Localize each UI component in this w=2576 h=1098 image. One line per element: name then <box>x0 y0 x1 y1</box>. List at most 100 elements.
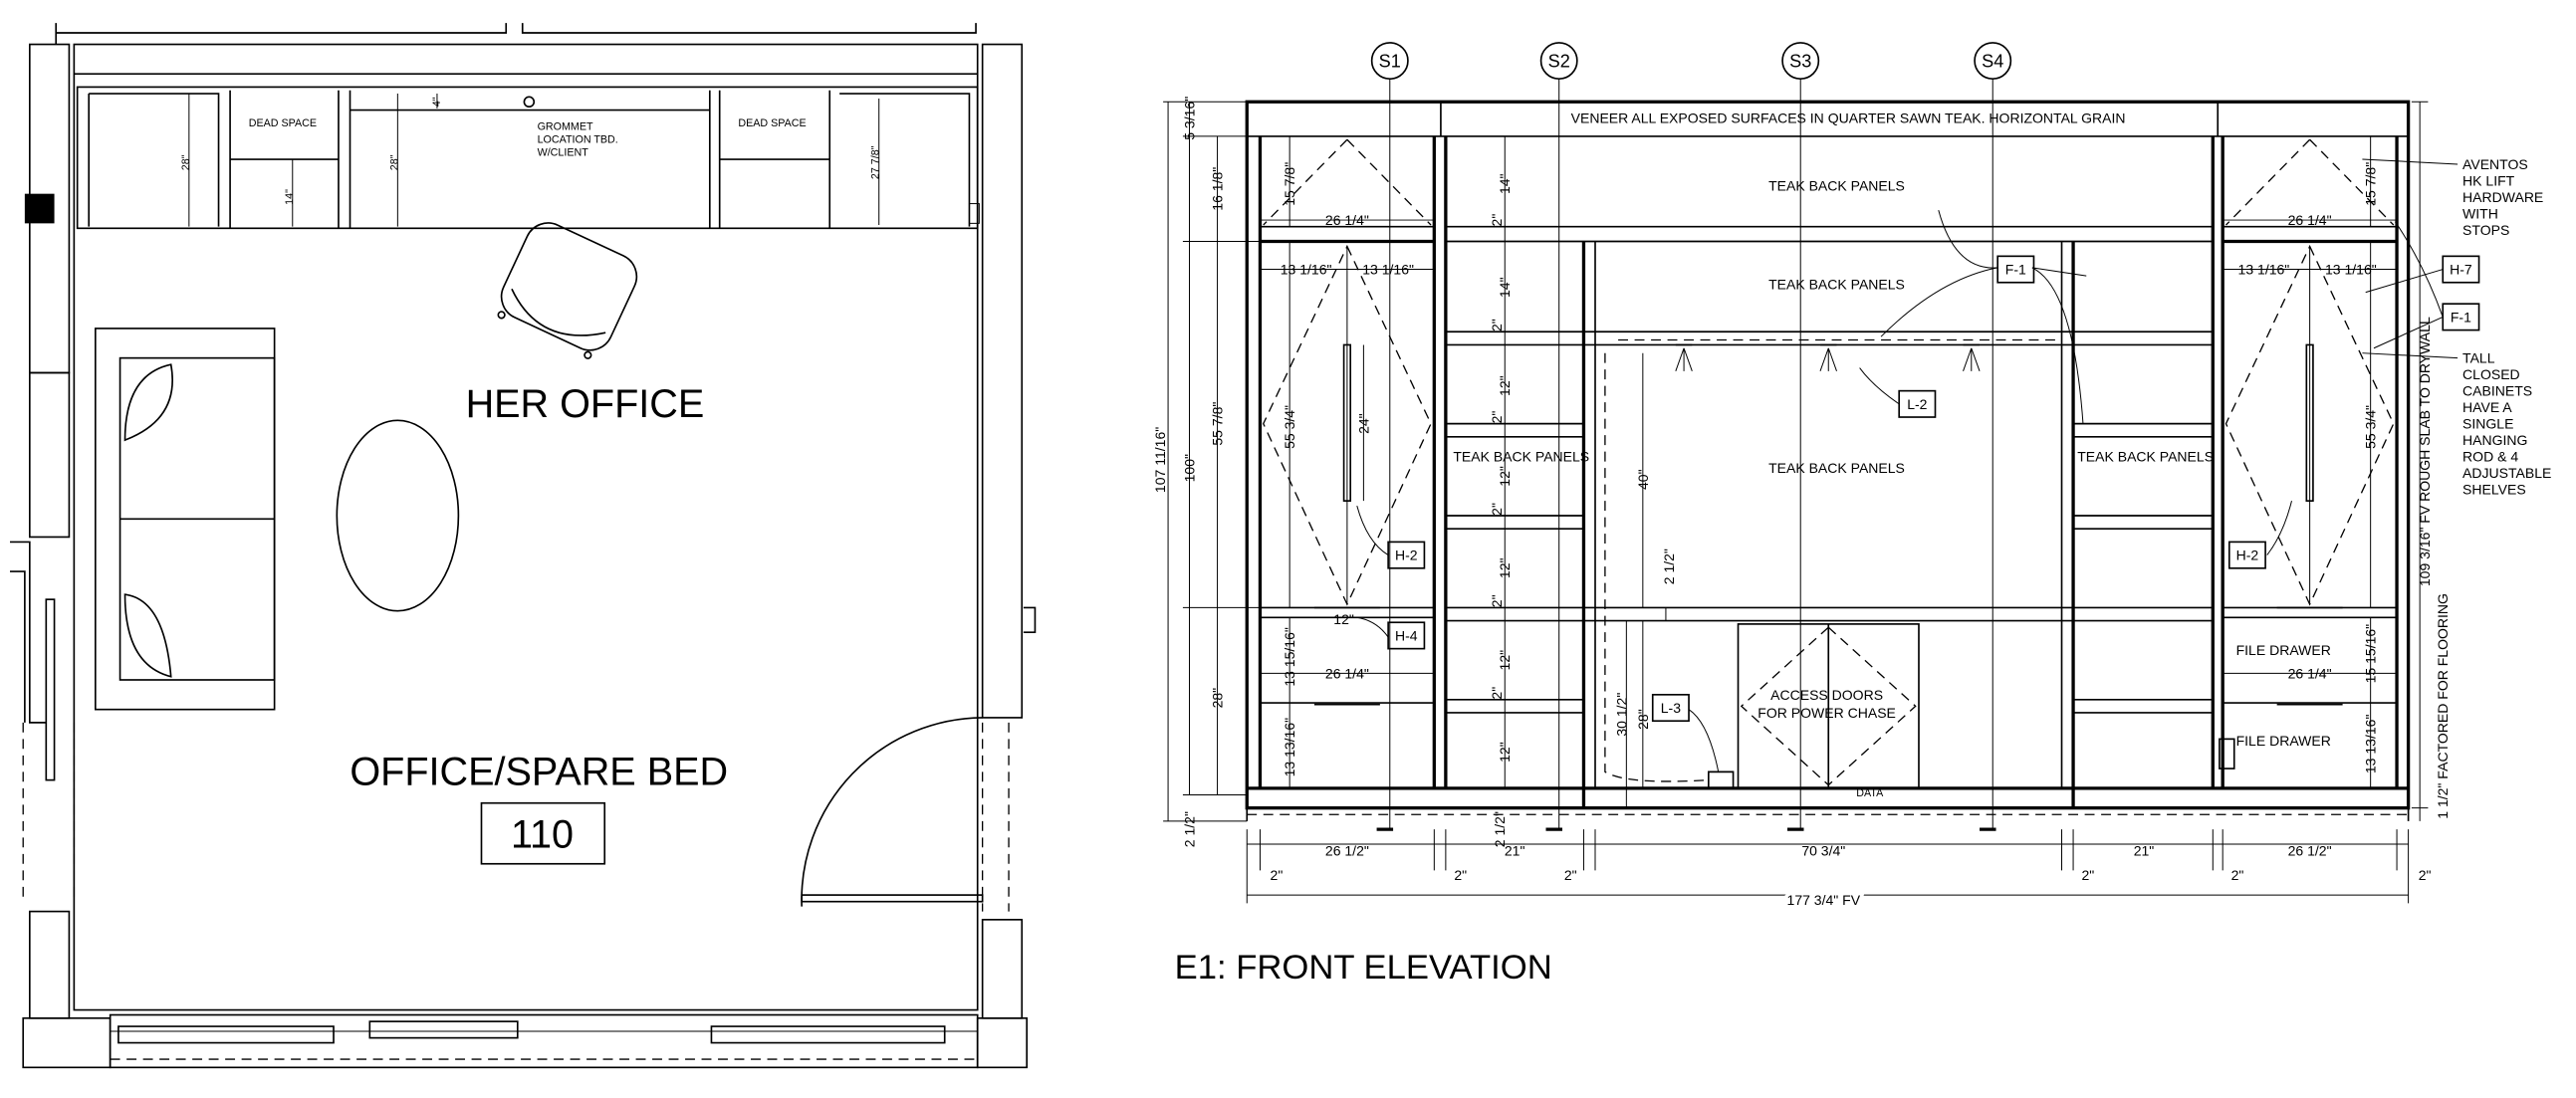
walls <box>10 23 1037 1069</box>
section-markers: S1 S2 S3 S4 <box>1370 42 2012 831</box>
drawing-label: 30 1/2" <box>1613 693 1629 737</box>
teak-panels-label: TEAK BACK PANELS <box>2077 449 2214 465</box>
drawing-label: 16 1/8" <box>1210 167 1226 211</box>
drawing-label: CLOSED <box>2462 366 2520 382</box>
aventos-note: AVENTOS HK LIFT HARDWARE WITH STOPS <box>2362 156 2543 238</box>
drawing-label: 21" <box>2134 843 2155 859</box>
drawing-label: 21" <box>1505 843 1525 859</box>
drawing-label: 14" <box>1497 277 1513 298</box>
lighting <box>1604 338 2062 789</box>
grommet-note-line: W/CLIENT <box>538 147 589 159</box>
section-marker-s2: S2 <box>1539 42 1578 831</box>
drawing-label: 26 1/4" <box>2288 212 2332 228</box>
drawing-label: 28" <box>1635 709 1651 730</box>
drawing-label: WITH <box>2462 205 2498 221</box>
data-outlet-label: DATA <box>1856 787 1884 799</box>
door <box>801 717 984 907</box>
access-doors: ACCESS DOORS FOR POWER CHASE DATA <box>1737 623 1920 799</box>
drawing-label: 5 3/16" <box>1181 97 1197 140</box>
drawing-label: 55 3/4" <box>1282 405 1297 449</box>
drawing-label: 2" <box>1489 214 1505 227</box>
drawing-label: 2" <box>1489 411 1505 424</box>
callout-h7: H-7 <box>2450 262 2472 278</box>
room-number-tag <box>480 801 606 865</box>
sofa <box>94 328 276 711</box>
drawing-label: 2 1/2" <box>1492 811 1508 847</box>
teak-panels-label: TEAK BACK PANELS <box>1768 177 1905 193</box>
callout-l3: L-3 <box>1661 700 1681 716</box>
drawing-label: 2" <box>1271 867 1284 883</box>
drawing-label: AVENTOS <box>2462 156 2528 172</box>
pillow <box>123 363 173 442</box>
drawing-label: 13 13/16" <box>2363 715 2379 774</box>
drawing-label: S2 <box>1548 52 1570 72</box>
drawing-label: HARDWARE <box>2462 189 2543 205</box>
drawing-label: 26 1/4" <box>1325 665 1369 681</box>
drawing-label: 55 7/8" <box>1210 402 1226 446</box>
room-name: HER OFFICE <box>466 382 705 426</box>
file-drawer-label: FILE DRAWER <box>2236 642 2331 658</box>
drawing-label: TALL <box>2462 350 2495 366</box>
drawing-label: 2" <box>1489 319 1505 331</box>
room-number: 110 <box>511 812 574 856</box>
drawing-label: S3 <box>1789 52 1811 72</box>
drawing-label: S1 <box>1379 52 1401 72</box>
callout-h4: H-4 <box>1395 627 1418 643</box>
drawing-label: 13 13/16" <box>1282 718 1297 777</box>
drawing-label: 12" <box>1497 558 1513 579</box>
drawing-label: 2 1/2" <box>1181 811 1197 847</box>
dimension-labels: 5 3/16" 107 11/16" 100" 16 1/8" 55 7/8" … <box>1152 97 2432 912</box>
drawing-label: 2" <box>1454 867 1467 883</box>
drawing-label: 2" <box>2419 867 2432 883</box>
drawing-label: ADJUSTABLE <box>2462 465 2551 481</box>
drawing-label: 15 7/8" <box>1282 162 1297 206</box>
drawing-label: 2" <box>2231 867 2244 883</box>
open-shelving <box>1444 135 2215 808</box>
outlet-icon <box>2219 738 2235 769</box>
callouts: F-1 L-2 L-3 H-2 H-4 H-2 H-7 F-1 <box>1356 210 2480 772</box>
drawing-label: 13 1/16" <box>2238 262 2290 278</box>
drawing-label: 2" <box>1489 594 1505 607</box>
drawing-label: 70 3/4" <box>1801 843 1845 859</box>
dimension-label: 28" <box>180 154 192 170</box>
drawing-label: HK LIFT <box>2462 172 2515 188</box>
floor-plan: DEAD SPACE DEAD SPACE GROMMET LOCATION T… <box>10 23 1037 1069</box>
drawing-label: SINGLE <box>2462 416 2513 432</box>
dimension-label: 14" <box>284 189 296 205</box>
drawing-label: 100" <box>1181 454 1197 482</box>
drawing-label: 40" <box>1635 469 1651 490</box>
drawing-label: STOPS <box>2462 222 2509 238</box>
drawing-label: 2" <box>2082 867 2095 883</box>
grommet-note-line: GROMMET <box>538 120 593 132</box>
drawing-label: 26 1/4" <box>1325 212 1369 228</box>
drawing-label: 26 1/2" <box>1325 843 1369 859</box>
dimension-label: 27 7/8" <box>870 145 882 179</box>
access-doors-label: ACCESS DOORS <box>1770 687 1883 703</box>
drawing-label: S4 <box>1982 52 2003 72</box>
section-marker-s3: S3 <box>1781 42 1820 831</box>
slab-to-drywall-note: 109 3/16" FV ROUGH SLAB TO DRYWALL <box>2417 317 2433 586</box>
right-tall-cabinet <box>2219 135 2399 788</box>
section-marker-s1: S1 <box>1370 42 1409 831</box>
dimension-lines <box>1163 101 2410 904</box>
grommet-note-line: LOCATION TBD. <box>538 134 618 146</box>
tall-cabinets-note: TALL CLOSED CABINETS HAVE A SINGLE HANGI… <box>2362 350 2551 498</box>
drawing-label: 2" <box>1564 867 1577 883</box>
teak-panels-label: TEAK BACK PANELS <box>1768 276 1905 292</box>
dimension-label: 4" <box>431 97 443 107</box>
teak-panels-label: TEAK BACK PANELS <box>1768 460 1905 476</box>
drawing-label: 13 1/16" <box>1281 262 1332 278</box>
left-tall-cabinet <box>1258 135 1436 788</box>
veneer-note: VENEER ALL EXPOSED SURFACES IN QUARTER S… <box>1571 110 2126 126</box>
drawing-label: 12" <box>1497 650 1513 671</box>
drawing-label: HANGING <box>2462 432 2527 448</box>
drawing-label: 28" <box>1210 688 1226 709</box>
drawing-label: 14" <box>1497 173 1513 194</box>
drawing-label: HAVE A <box>2462 399 2512 415</box>
drawing-label: SHELVES <box>2462 482 2526 498</box>
drawing-label: 15 15/16" <box>2363 624 2379 684</box>
dead-space-label-left: DEAD SPACE <box>249 117 317 129</box>
office-chair <box>497 222 638 359</box>
drawing-label: 55 3/4" <box>2363 405 2379 449</box>
